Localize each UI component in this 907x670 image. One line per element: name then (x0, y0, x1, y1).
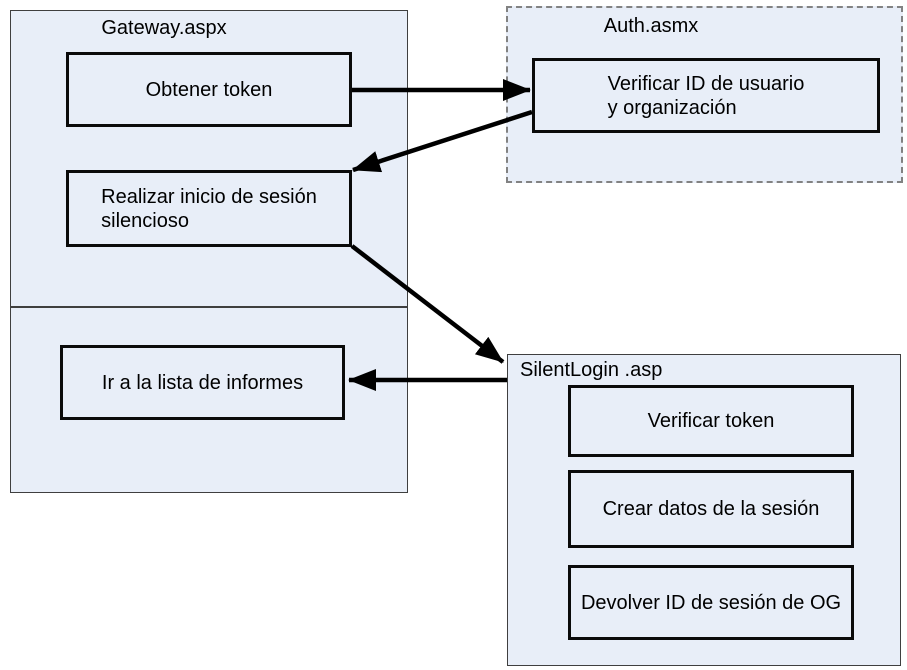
node-devolver-id-label: Devolver ID de sesión de OG (580, 591, 842, 614)
node-ir-lista-informes: Ir a la lista de informes (60, 345, 345, 420)
node-ir-lista-informes-label: Ir a la lista de informes (101, 371, 304, 394)
node-crear-datos: Crear datos de la sesión (568, 470, 854, 548)
node-obtener-token-label: Obtener token (145, 78, 273, 101)
node-verificar-id-label: Verificar ID de usuario y organización (607, 72, 805, 119)
node-verificar-token-label: Verificar token (647, 410, 775, 432)
node-obtener-token: Obtener token (66, 52, 352, 127)
gateway-title: Gateway.aspx (101, 17, 227, 39)
node-realizar-inicio: Realizar inicio de sesión silencioso (66, 170, 352, 247)
node-verificar-id: Verificar ID de usuario y organización (532, 58, 880, 133)
node-verificar-token: Verificar token (568, 385, 854, 457)
silentlogin-title: SilentLogin .asp (520, 359, 663, 381)
node-realizar-inicio-label: Realizar inicio de sesión silencioso (101, 185, 317, 232)
node-crear-datos-label: Crear datos de la sesión (602, 498, 820, 520)
node-devolver-id: Devolver ID de sesión de OG (568, 565, 854, 640)
auth-title: Auth.asmx (603, 15, 699, 37)
